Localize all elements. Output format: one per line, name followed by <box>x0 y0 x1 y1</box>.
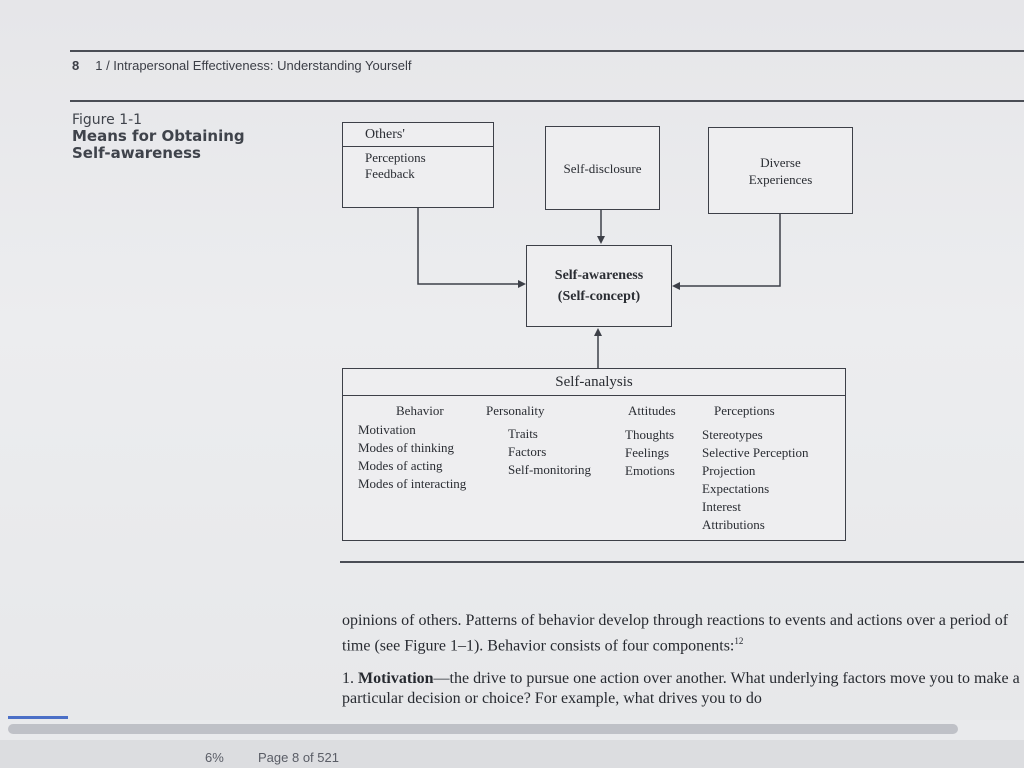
status-bar <box>0 740 1024 768</box>
self-analysis-title: Self-analysis <box>343 369 845 396</box>
header-page-number: 8 <box>72 58 80 73</box>
behavior-column: Behavior Motivation Modes of thinking Mo… <box>358 402 466 493</box>
column-item: Interest <box>702 499 741 514</box>
others-title: Others' <box>343 123 493 147</box>
book-page: 8 1 / Intrapersonal Effectiveness: Unders… <box>0 0 1024 720</box>
column-item: Feelings <box>625 445 670 460</box>
page-indicator: Page 8 of 521 <box>258 750 339 765</box>
attitudes-column: Attitudes Thoughts Feelings Emotions <box>625 402 676 480</box>
running-header: 8 1 / Intrapersonal Effectiveness: Unders… <box>72 58 412 73</box>
reading-progress-indicator <box>8 716 68 719</box>
self-analysis-box: Self-analysis Behavior Motivation Modes … <box>342 368 846 541</box>
column-item: Factors <box>508 444 547 459</box>
personality-heading: Personality <box>486 403 545 418</box>
list-item: 1. Motivation—the drive to pursue one ac… <box>342 669 1022 709</box>
figure-number: Figure 1-1 <box>72 112 143 128</box>
header-title: 1 / Intrapersonal Effectiveness: Underst… <box>95 58 412 73</box>
column-item: Attributions <box>702 517 765 532</box>
self-disclosure-label: Self-disclosure <box>563 160 642 176</box>
column-item: Motivation <box>358 422 416 437</box>
behavior-heading: Behavior <box>396 403 444 418</box>
diagram-connectors <box>417 208 781 368</box>
column-item: Emotions <box>625 463 675 478</box>
self-awareness-box: Self-awareness (Self-concept) <box>526 245 672 327</box>
footnote-ref: 12 <box>734 636 744 646</box>
list-item-text: —the drive to pursue one action over ano… <box>342 670 1020 707</box>
diverse-experiences-box: Diverse Experiences <box>708 127 853 214</box>
figure-caption-line-1: Means for Obtaining <box>72 127 245 145</box>
header-rule-bottom <box>70 100 1024 102</box>
self-awareness-line-2: (Self-concept) <box>557 289 641 304</box>
column-item: Expectations <box>702 481 770 496</box>
perceptions-heading: Perceptions <box>714 403 775 418</box>
others-box: Others' Perceptions Feedback <box>342 122 494 208</box>
column-item: Projection <box>702 463 756 478</box>
others-item: Perceptions <box>365 150 426 165</box>
figure-caption: Figure 1-1 Means for Obtaining Self-awar… <box>72 112 245 162</box>
others-item: Feedback <box>365 166 415 181</box>
column-item: Modes of interacting <box>358 476 467 491</box>
progress-percent: 6% <box>205 750 224 765</box>
column-item: Self-monitoring <box>508 462 592 477</box>
figure-bottom-rule <box>340 561 1024 563</box>
figure-caption-line-2: Self-awareness <box>72 144 201 162</box>
attitudes-heading: Attitudes <box>628 403 676 418</box>
paragraph-text: opinions of others. Patterns of behavior… <box>342 612 1009 655</box>
header-rule <box>70 50 1024 52</box>
column-item: Modes of acting <box>358 458 443 473</box>
diverse-label-line-1: Diverse <box>760 154 801 170</box>
column-item: Thoughts <box>625 427 675 442</box>
page-scrubber[interactable] <box>8 724 958 734</box>
self-awareness-line-1: Self-awareness <box>554 268 644 283</box>
column-item: Traits <box>508 426 538 441</box>
self-disclosure-box: Self-disclosure <box>545 126 660 210</box>
column-item: Selective Perception <box>702 445 809 460</box>
diverse-label-line-2: Experiences <box>748 171 813 187</box>
body-paragraph: opinions of others. Patterns of behavior… <box>342 611 1022 656</box>
list-marker: 1. <box>342 670 354 687</box>
personality-column: Personality Traits Factors Self-monitori… <box>486 402 591 479</box>
column-item: Stereotypes <box>702 427 763 442</box>
perceptions-column: Perceptions Stereotypes Selective Percep… <box>702 402 809 534</box>
list-item-label: Motivation <box>358 670 434 687</box>
column-item: Modes of thinking <box>358 440 455 455</box>
